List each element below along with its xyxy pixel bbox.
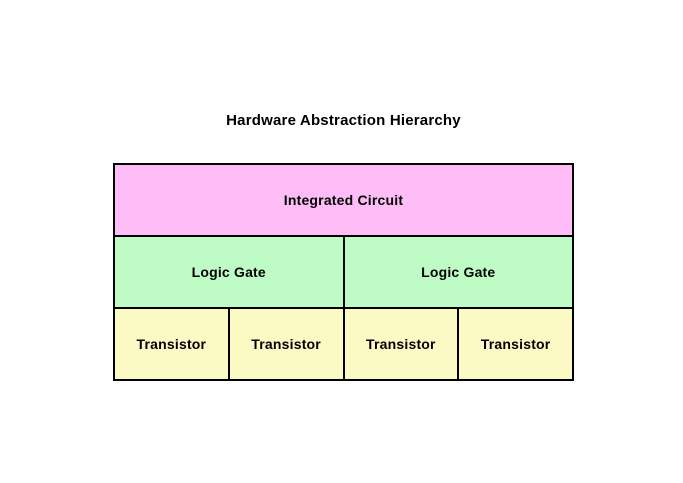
level-logic-gates: Logic Gate Logic Gate: [115, 237, 572, 307]
hierarchy-diagram: Integrated Circuit Logic Gate Logic Gate…: [113, 163, 574, 381]
transistor-cell: Transistor: [344, 309, 458, 379]
level-integrated-circuit: Integrated Circuit: [115, 165, 572, 235]
level-transistors: Transistor Transistor Transistor Transis…: [115, 309, 572, 379]
transistor-cell: Transistor: [459, 309, 572, 379]
logic-gate-cell: Logic Gate: [115, 237, 343, 307]
diagram-title: Hardware Abstraction Hierarchy: [226, 112, 461, 129]
transistor-cell: Transistor: [115, 309, 228, 379]
transistor-cell: Transistor: [229, 309, 343, 379]
integrated-circuit-cell: Integrated Circuit: [115, 165, 572, 235]
logic-gate-cell: Logic Gate: [344, 237, 572, 307]
